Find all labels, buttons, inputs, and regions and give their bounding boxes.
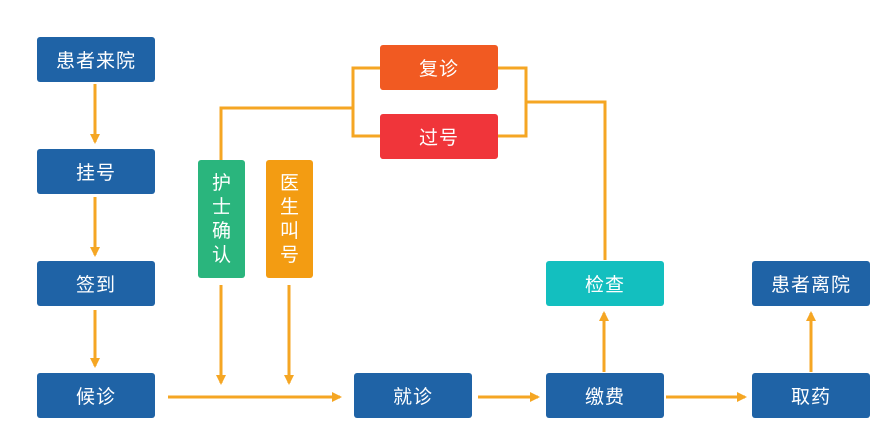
doctor-call-char-2: 生 [279,196,299,218]
node-patient-arrival: 患者来院 [37,37,155,82]
node-register: 挂号 [37,149,155,194]
node-nurse-confirm: 护 士 确 认 [198,160,245,278]
connector-loop-left [219,106,353,160]
connector-loop-right [526,100,607,260]
node-revisit: 复诊 [380,45,498,90]
connector-bracket-right [498,66,528,138]
nurse-confirm-char-1: 护 [211,172,231,194]
doctor-call-char-4: 号 [279,244,299,266]
nurse-confirm-char-4: 认 [211,244,231,266]
node-waiting: 候诊 [37,373,155,418]
node-patient-leave: 患者离院 [752,261,870,306]
connector-bracket-left [351,66,380,138]
nurse-confirm-char-2: 士 [211,196,231,218]
doctor-call-char-1: 医 [279,172,299,194]
node-doctor-call: 医 生 叫 号 [266,160,313,278]
node-examination: 检查 [546,261,664,306]
node-consultation: 就诊 [354,373,472,418]
node-payment: 缴费 [546,373,664,418]
node-sign-in: 签到 [37,261,155,306]
node-take-medicine: 取药 [752,373,870,418]
node-missed-number: 过号 [380,114,498,159]
doctor-call-char-3: 叫 [279,220,299,242]
nurse-confirm-char-3: 确 [211,220,231,242]
